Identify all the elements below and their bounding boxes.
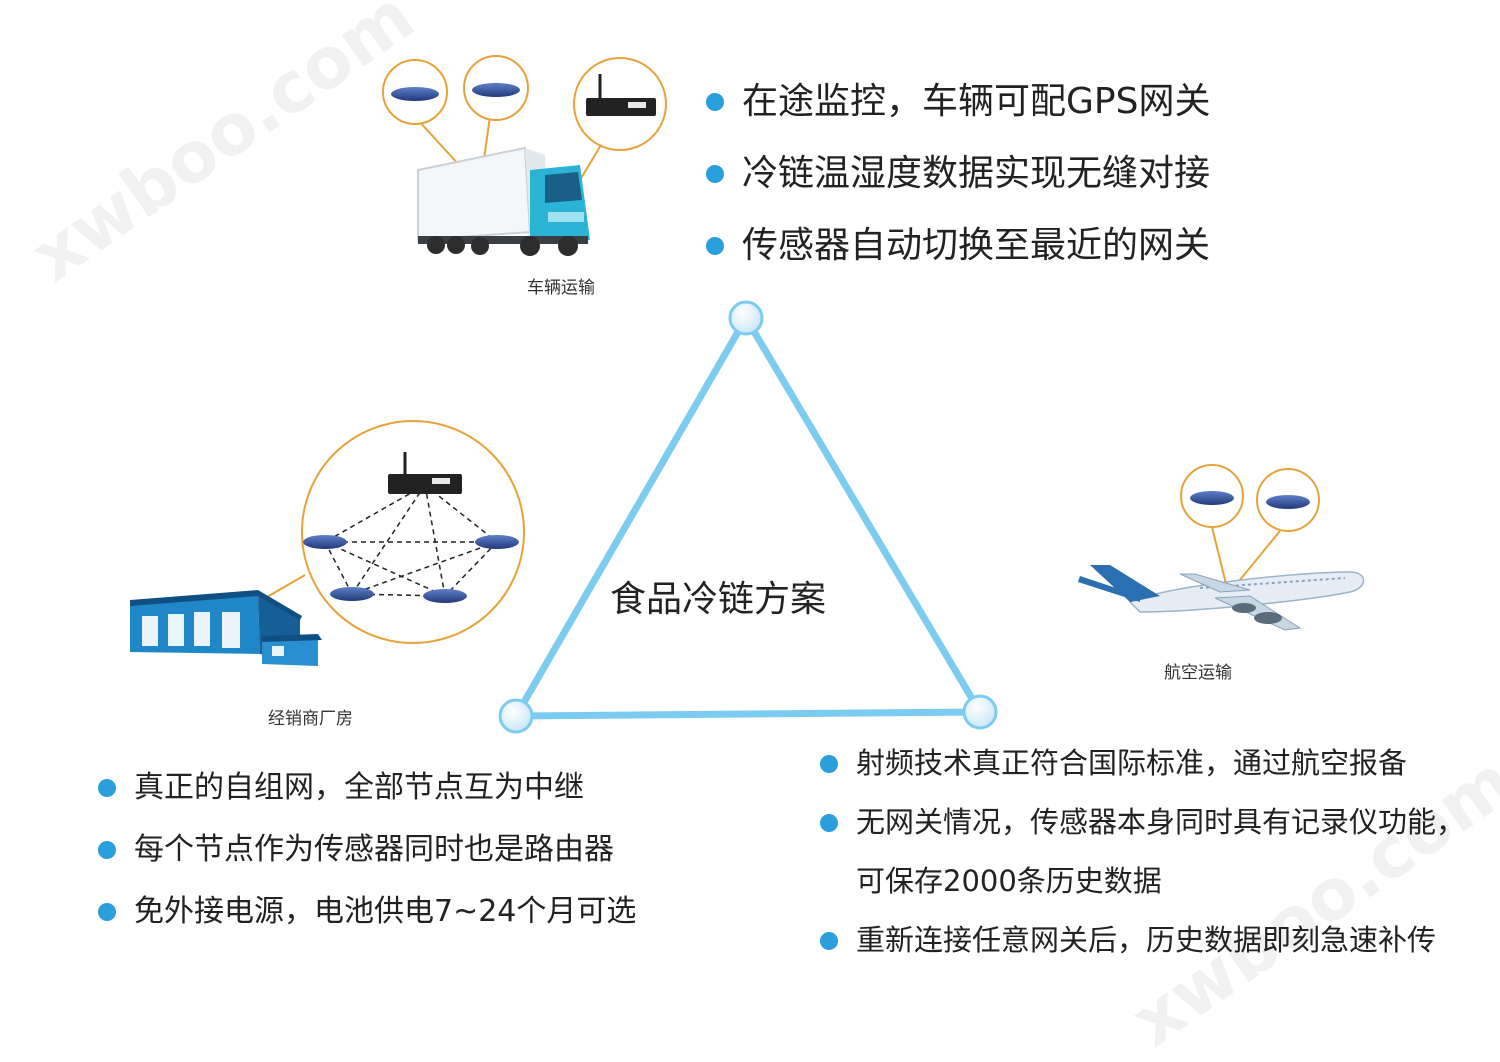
triangle-node-right [962, 694, 998, 730]
plane-caption: 航空运输 [1164, 663, 1232, 683]
triangle-node-left [498, 698, 534, 734]
truck-sensor-callout-1 [382, 59, 448, 125]
warehouse-illustration [130, 590, 322, 666]
list-item: 重新连接任意网关后，历史数据即刻急速补传 [820, 919, 1465, 961]
list-item: 无网关情况，传感器本身同时具有记录仪功能， 可保存2000条历史数据 [820, 801, 1465, 902]
list-item: 每个节点作为传感器同时也是路由器 [98, 828, 636, 890]
warehouse-feature-list: 真正的自组网，全部节点互为中继 每个节点作为传感器同时也是路由器 免外接电源，电… [98, 766, 636, 952]
truck-caption: 车辆运输 [527, 278, 595, 298]
truck-gateway-callout [573, 57, 667, 151]
mesh-network-callout [301, 420, 525, 644]
center-title: 食品冷链方案 [610, 579, 827, 620]
list-item-line: 无网关情况，传感器本身同时具有记录仪功能， [856, 805, 1466, 839]
diagram-canvas [130, 55, 1365, 734]
plane-sensor-callout-2 [1256, 468, 1320, 532]
list-item: 射频技术真正符合国际标准，通过航空报备 [820, 742, 1465, 784]
list-item: 真正的自组网，全部节点互为中继 [98, 766, 636, 828]
air-feature-list: 射频技术真正符合国际标准，通过航空报备 无网关情况，传感器本身同时具有记录仪功能… [820, 742, 1465, 978]
warehouse-caption: 经销商厂房 [268, 709, 353, 729]
airplane-illustration [1078, 565, 1365, 631]
list-item: 冷链温湿度数据实现无缝对接 [706, 150, 1210, 222]
solution-triangle [498, 300, 998, 734]
list-item: 在途监控，车辆可配GPS网关 [706, 78, 1210, 150]
triangle-node-top [728, 300, 764, 336]
truck-sensor-callout-2 [463, 55, 529, 121]
list-item: 免外接电源，电池供电7~24个月可选 [98, 890, 636, 952]
truck-illustration [417, 101, 605, 256]
list-item-continuation: 可保存2000条历史数据 [856, 864, 1162, 898]
plane-sensor-callout-1 [1180, 464, 1244, 528]
vehicle-feature-list: 在途监控，车辆可配GPS网关 冷链温湿度数据实现无缝对接 传感器自动切换至最近的… [706, 78, 1210, 294]
list-item: 传感器自动切换至最近的网关 [706, 222, 1210, 294]
